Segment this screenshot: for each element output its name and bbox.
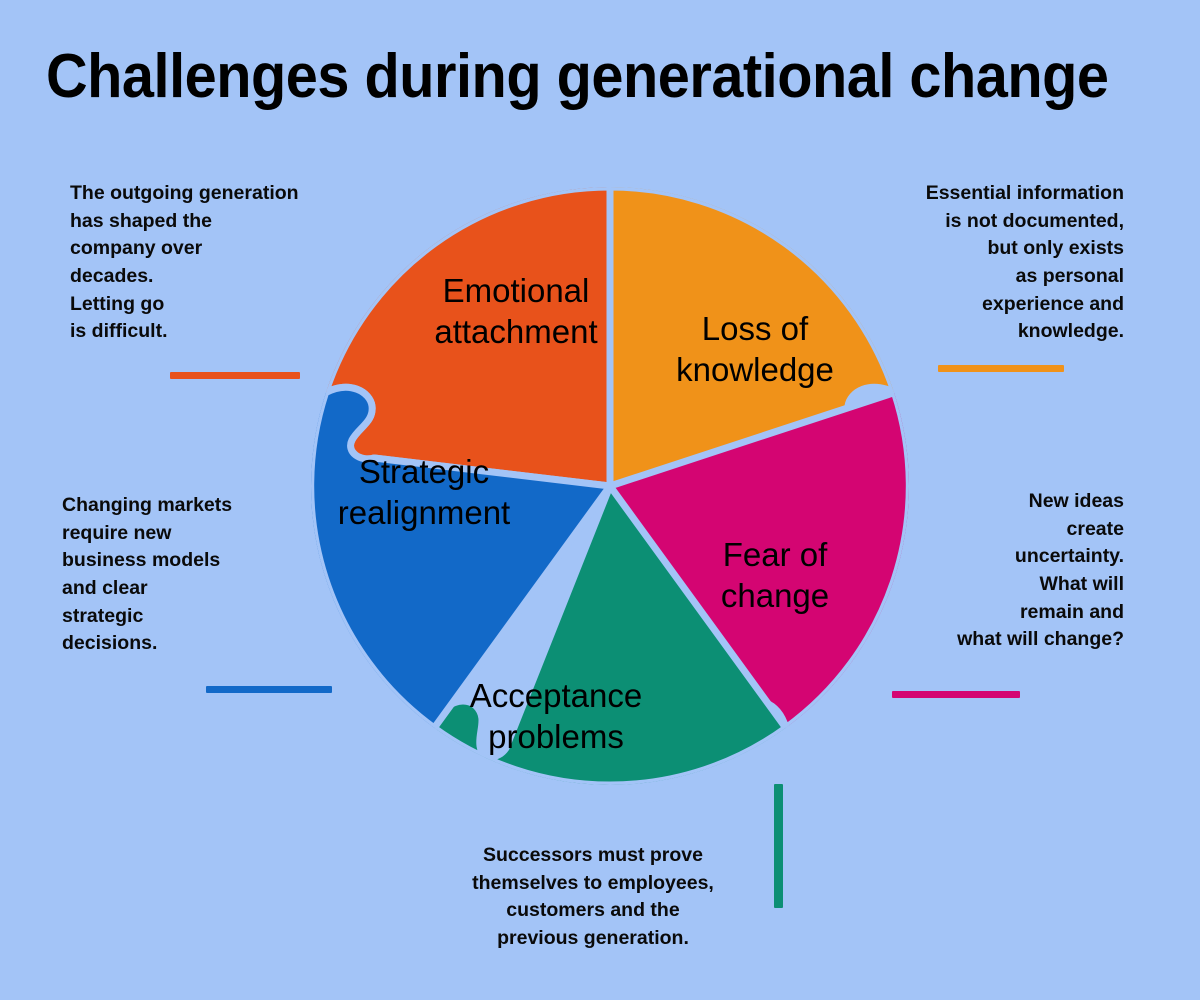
callout-rule-strategic-realignment [206,686,332,693]
segment-label-strategic-realignment-line1: Strategic [359,453,489,490]
callout-rule-emotional-attachment [170,372,300,379]
callout-fear-of-change: New ideas create uncertainty. What will … [957,490,1124,651]
segment-label-loss-of-knowledge-line1: Loss of [702,310,809,347]
segment-label-emotional-attachment-line2: attachment [434,313,597,350]
segment-label-fear-of-change-line1: Fear of [723,536,828,573]
callout-rule-acceptance-problems [774,784,783,908]
callout-loss-of-knowledge: Essential information is not documented,… [925,182,1124,343]
segment-label-fear-of-change-line2: change [721,577,829,614]
segment-label-loss-of-knowledge-line2: knowledge [676,351,834,388]
callout-emotional-attachment: The outgoing generation has shaped the c… [70,182,299,343]
callout-rule-loss-of-knowledge [938,365,1064,372]
segment-label-acceptance-problems-line1: Acceptance [470,677,642,714]
segment-label-acceptance-problems-line2: problems [488,718,624,755]
callout-rule-fear-of-change [892,691,1020,698]
callout-acceptance-problems: Successors must prove themselves to empl… [472,844,714,950]
page-title: Challenges during generational change [46,42,1109,111]
segment-label-emotional-attachment-line1: Emotional [443,272,590,309]
callout-strategic-realignment: Changing markets require new business mo… [62,494,233,655]
segment-labels: Emotional attachment Loss of knowledge F… [338,272,834,755]
segment-label-strategic-realignment-line2: realignment [338,494,510,531]
